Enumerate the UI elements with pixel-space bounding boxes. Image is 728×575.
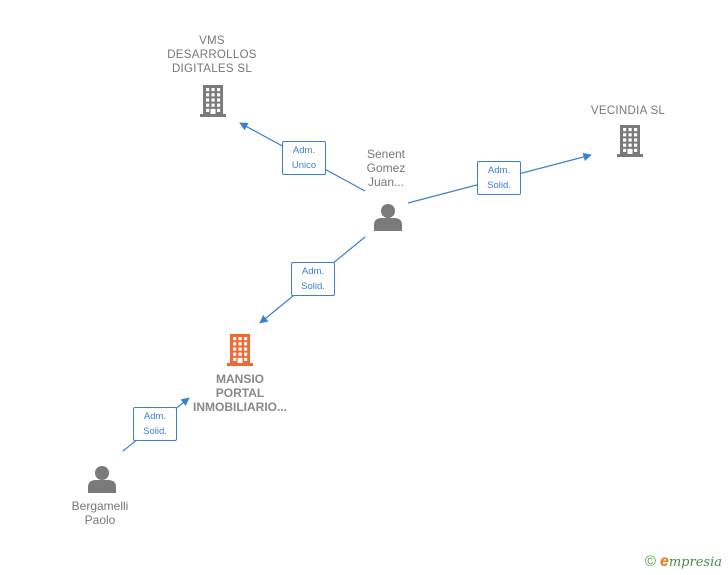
edge-label-line: Adm. — [301, 266, 325, 277]
node-label-line: Senent — [366, 147, 406, 161]
edge-label-line: Adm. — [143, 411, 167, 422]
node-label-line: VMS — [199, 35, 225, 47]
node-label-bergamelli[interactable]: Bergamelli Paolo — [50, 499, 150, 527]
node-label-line: DIGITALES SL — [171, 63, 253, 75]
node-label-line: Gomez — [366, 161, 406, 175]
node-label-line: Paolo — [84, 513, 116, 527]
edge-label-senent-mansio[interactable]: Adm. Solid. — [291, 262, 335, 296]
node-label-line: INMOBILIARIO... — [193, 400, 287, 414]
person-icon-bergamelli[interactable] — [88, 466, 116, 493]
edge-label-line: Adm. — [292, 145, 316, 156]
edge-label-line: Solid. — [143, 426, 167, 437]
edge-label-line: Solid. — [487, 180, 511, 191]
building-icon-vecindia[interactable] — [617, 125, 643, 157]
edge-label-bergamelli-mansio[interactable]: Adm. Solid. — [133, 407, 177, 441]
node-label-senent[interactable]: Senent Gomez Juan... — [346, 147, 426, 189]
node-label-line: MANSIO — [216, 372, 264, 386]
edge-label-line: Adm. — [487, 165, 511, 176]
brand-e: e — [659, 553, 669, 570]
node-label-vecindia[interactable]: VECINDIA SL — [572, 104, 684, 118]
brand-rest: mpresia — [668, 555, 722, 570]
copyright-icon: © — [644, 553, 656, 570]
node-label-vms[interactable]: VMS DESARROLLOS DIGITALES SL — [150, 34, 274, 76]
edge-label-line: Solid. — [301, 281, 325, 292]
building-icon-mansio[interactable] — [227, 334, 253, 366]
edge-label-line: Unico — [291, 160, 317, 171]
node-label-mansio[interactable]: MANSIO PORTAL INMOBILIARIO... — [180, 372, 300, 414]
node-label-line: DESARROLLOS — [167, 49, 257, 61]
person-icon-senent[interactable] — [374, 204, 402, 231]
edge-label-senent-vms[interactable]: Adm. Unico — [282, 141, 326, 175]
node-label-line: VECINDIA SL — [590, 105, 666, 117]
building-icon-vms[interactable] — [200, 85, 226, 117]
node-label-line: Juan... — [367, 175, 405, 189]
empresia-watermark: ©empresia — [645, 553, 722, 571]
node-label-line: PORTAL — [215, 386, 265, 400]
edge-label-senent-vecindia[interactable]: Adm. Solid. — [477, 161, 521, 195]
node-label-line: Bergamelli — [71, 499, 129, 513]
